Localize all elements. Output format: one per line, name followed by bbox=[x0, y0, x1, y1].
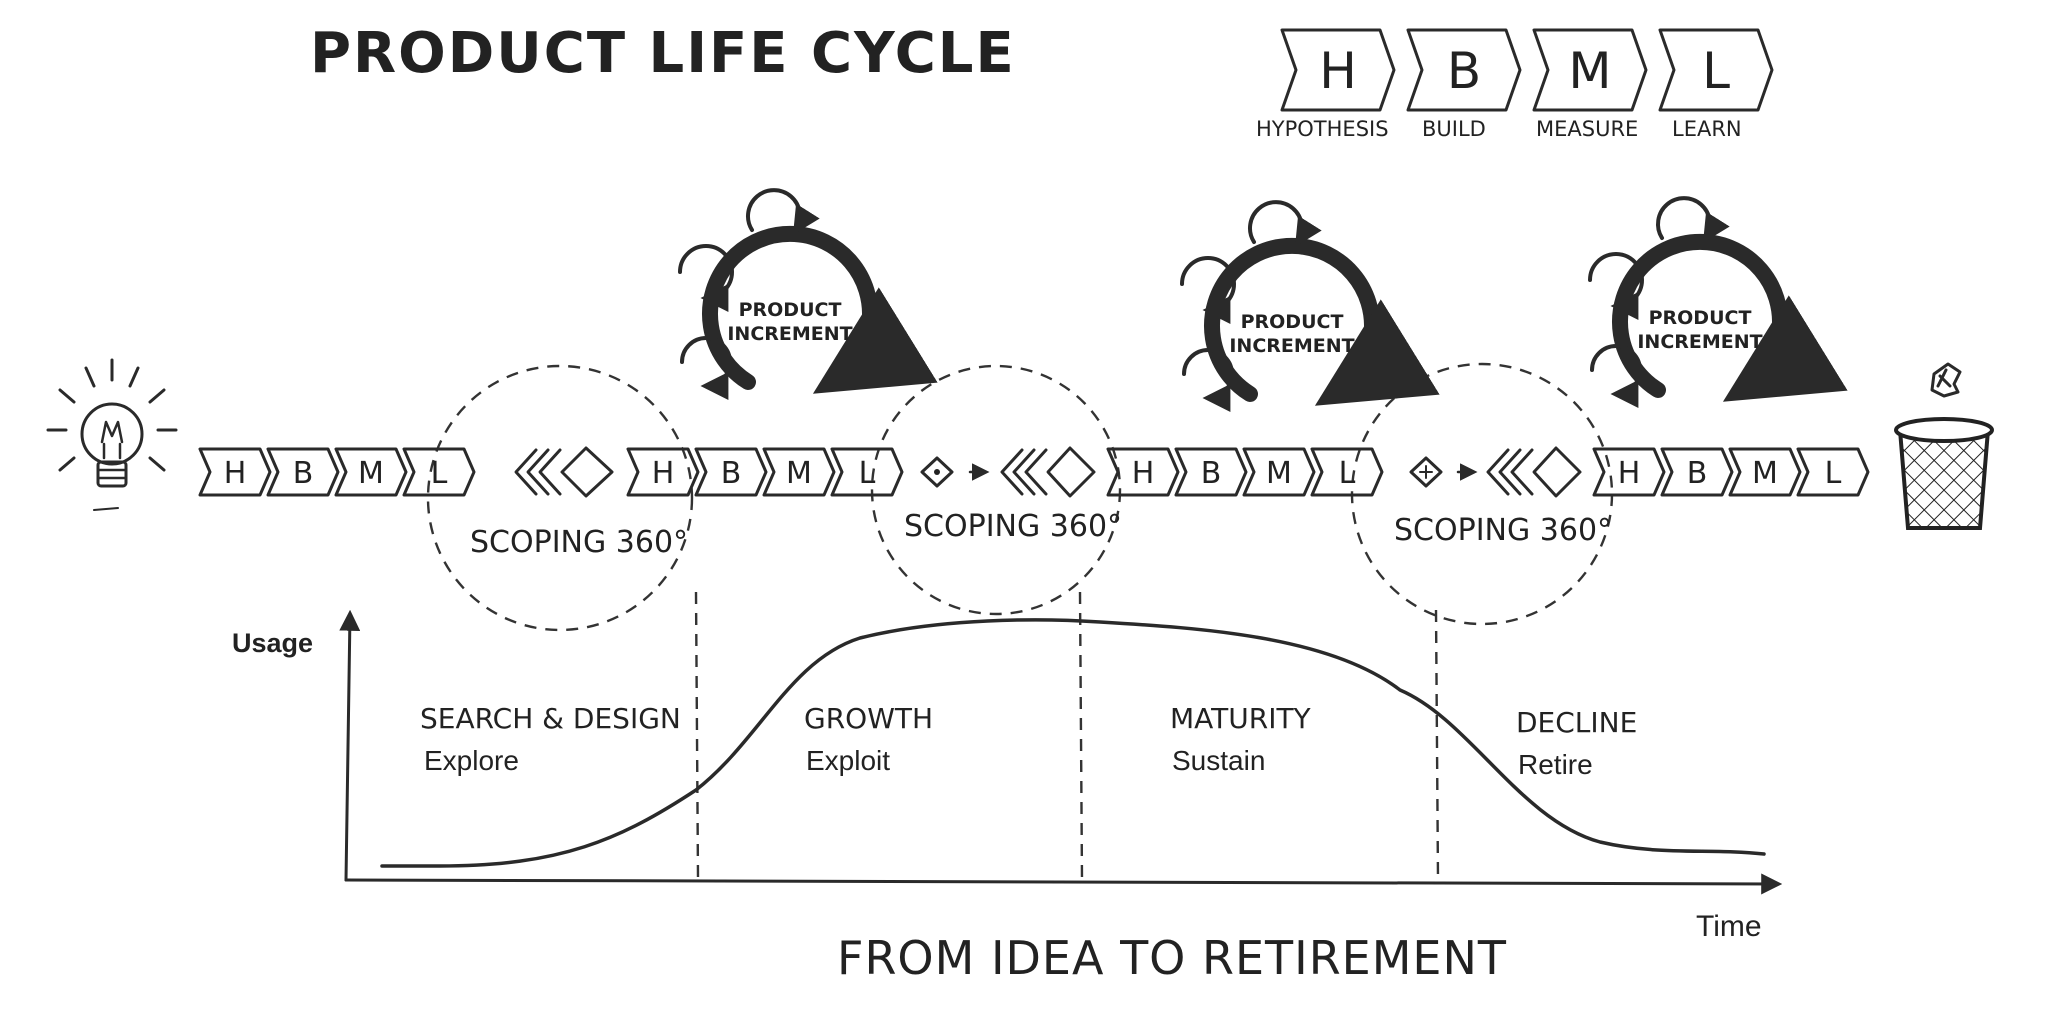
increment-label-line1: PRODUCT bbox=[1649, 307, 1752, 329]
hbml-chevron-letter: L bbox=[1339, 456, 1356, 491]
legend-label: LEARN bbox=[1672, 117, 1742, 141]
legend-label: BUILD bbox=[1422, 117, 1486, 141]
hbml-chevron bbox=[1310, 447, 1384, 497]
phase-name: SEARCH & DESIGN bbox=[420, 702, 681, 735]
increment-label-line1: PRODUCT bbox=[739, 299, 842, 321]
product-increment-loop-1: PRODUCT INCREMENT bbox=[678, 188, 938, 400]
scoping-label: SCOPING 360° bbox=[904, 509, 1122, 544]
legend-learn: L LEARN bbox=[1658, 28, 1774, 141]
hbml-chevron-letter: M bbox=[358, 456, 384, 491]
hbml-chevron-letter: B bbox=[1687, 456, 1708, 491]
y-axis-label: Usage bbox=[232, 628, 313, 658]
hbml-chevron bbox=[1796, 447, 1870, 497]
diagram-title: PRODUCT LIFE CYCLE bbox=[310, 21, 1016, 86]
hbml-chevron-letter: L bbox=[1825, 456, 1842, 491]
legend-letter: M bbox=[1568, 42, 1611, 100]
legend-letter: H bbox=[1319, 42, 1357, 100]
scoping-circle bbox=[1350, 362, 1614, 626]
scoping-360-circles: SCOPING 360° SCOPING 360° SCOPING 360° bbox=[426, 362, 1614, 632]
increment-label-line1: PRODUCT bbox=[1241, 311, 1344, 333]
hbml-chevron bbox=[762, 447, 836, 497]
x-axis-label: Time bbox=[1696, 910, 1762, 943]
x-axis bbox=[344, 873, 1783, 895]
y-axis bbox=[339, 609, 361, 882]
trash-can-icon bbox=[1894, 362, 1994, 530]
legend-label: MEASURE bbox=[1536, 117, 1638, 141]
scoping-label: SCOPING 360° bbox=[470, 525, 688, 560]
hbml-chevron-letter: M bbox=[1266, 456, 1292, 491]
legend-label: HYPOTHESIS bbox=[1256, 117, 1389, 141]
hbml-chevron bbox=[198, 447, 272, 497]
hbml-chevron bbox=[1660, 447, 1734, 497]
phase-labels: SEARCH & DESIGN Explore GROWTH Exploit M… bbox=[420, 702, 1637, 780]
phase-name: GROWTH bbox=[804, 702, 933, 735]
hbml-legend: H HYPOTHESIS B BUILD M MEASURE L LEARN bbox=[1256, 28, 1774, 141]
diamond-connector-1 bbox=[920, 446, 1096, 498]
hbml-chevron bbox=[626, 447, 700, 497]
product-increment-loop-3: PRODUCT INCREMENT bbox=[1588, 196, 1848, 408]
footer-caption: FROM IDEA TO RETIREMENT bbox=[837, 931, 1507, 985]
stacked-chevrons-1 bbox=[514, 446, 614, 498]
hbml-chevron-letter: H bbox=[224, 456, 247, 491]
legend-letter: B bbox=[1447, 42, 1481, 100]
legend-hypothesis: H HYPOTHESIS bbox=[1256, 28, 1396, 141]
scoping-connectors bbox=[514, 446, 1582, 498]
hbml-chevron bbox=[1728, 447, 1802, 497]
increment-label-line2: INCREMENT bbox=[727, 323, 852, 345]
phase-name: MATURITY bbox=[1170, 702, 1312, 735]
phase-divider bbox=[1434, 609, 1440, 881]
hbml-chevron-letter: M bbox=[1752, 456, 1778, 491]
hbml-chevron-letter: M bbox=[786, 456, 812, 491]
hbml-chevron bbox=[1174, 447, 1248, 497]
phase-mode: Sustain bbox=[1172, 745, 1265, 776]
scoping-circle bbox=[426, 364, 694, 632]
phase-divider bbox=[1078, 591, 1084, 881]
legend-letter: L bbox=[1702, 42, 1730, 100]
legend-measure: M MEASURE bbox=[1532, 28, 1648, 141]
hbml-chevron-letter: B bbox=[721, 456, 742, 491]
hbml-chevron-letter: L bbox=[431, 456, 448, 491]
hbml-chevron bbox=[1592, 447, 1666, 497]
hbml-chevron bbox=[1242, 447, 1316, 497]
hbml-chevron bbox=[402, 447, 476, 497]
increment-label-line2: INCREMENT bbox=[1229, 335, 1354, 357]
phase-name: DECLINE bbox=[1516, 706, 1637, 739]
diamond-connector-2 bbox=[1409, 446, 1582, 498]
hbml-chevron-letter: L bbox=[859, 456, 876, 491]
hbml-chevron bbox=[830, 447, 904, 497]
hbml-chevron bbox=[266, 447, 340, 497]
hbml-chevron bbox=[1106, 447, 1180, 497]
usage-curve bbox=[380, 618, 1766, 868]
legend-build: B BUILD bbox=[1406, 28, 1522, 141]
hbml-chevron-letter: B bbox=[293, 456, 314, 491]
scoping-circle bbox=[870, 364, 1122, 616]
phase-mode: Explore bbox=[424, 745, 519, 776]
phase-mode: Exploit bbox=[806, 745, 890, 776]
hbml-chevron-letter: H bbox=[652, 456, 675, 491]
hbml-chevron-letter: H bbox=[1618, 456, 1641, 491]
hbml-chevron-letter: H bbox=[1132, 456, 1155, 491]
phase-dividers bbox=[694, 591, 1440, 881]
hbml-chevron bbox=[334, 447, 408, 497]
phase-divider bbox=[694, 591, 700, 879]
lightbulb-icon bbox=[46, 358, 178, 511]
phase-mode: Retire bbox=[1518, 749, 1593, 780]
product-increment-loop-2: PRODUCT INCREMENT bbox=[1180, 200, 1440, 412]
scoping-label: SCOPING 360° bbox=[1394, 513, 1612, 548]
increment-label-line2: INCREMENT bbox=[1637, 331, 1762, 353]
hbml-chevron bbox=[694, 447, 768, 497]
hbml-chevron-letter: B bbox=[1201, 456, 1222, 491]
lifecycle-axes: Usage Time bbox=[232, 609, 1783, 943]
